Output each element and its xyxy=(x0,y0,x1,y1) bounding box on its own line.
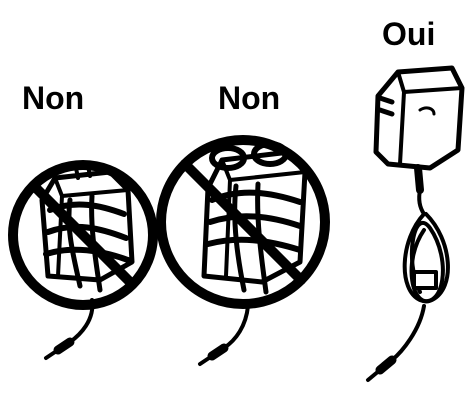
adapter-cord-loose-allowed-icon xyxy=(368,68,462,380)
adapter-cord-wrapped-prohibited-icon xyxy=(161,140,325,364)
adapter-cord-wrapped-prohibited-icon xyxy=(13,165,153,358)
